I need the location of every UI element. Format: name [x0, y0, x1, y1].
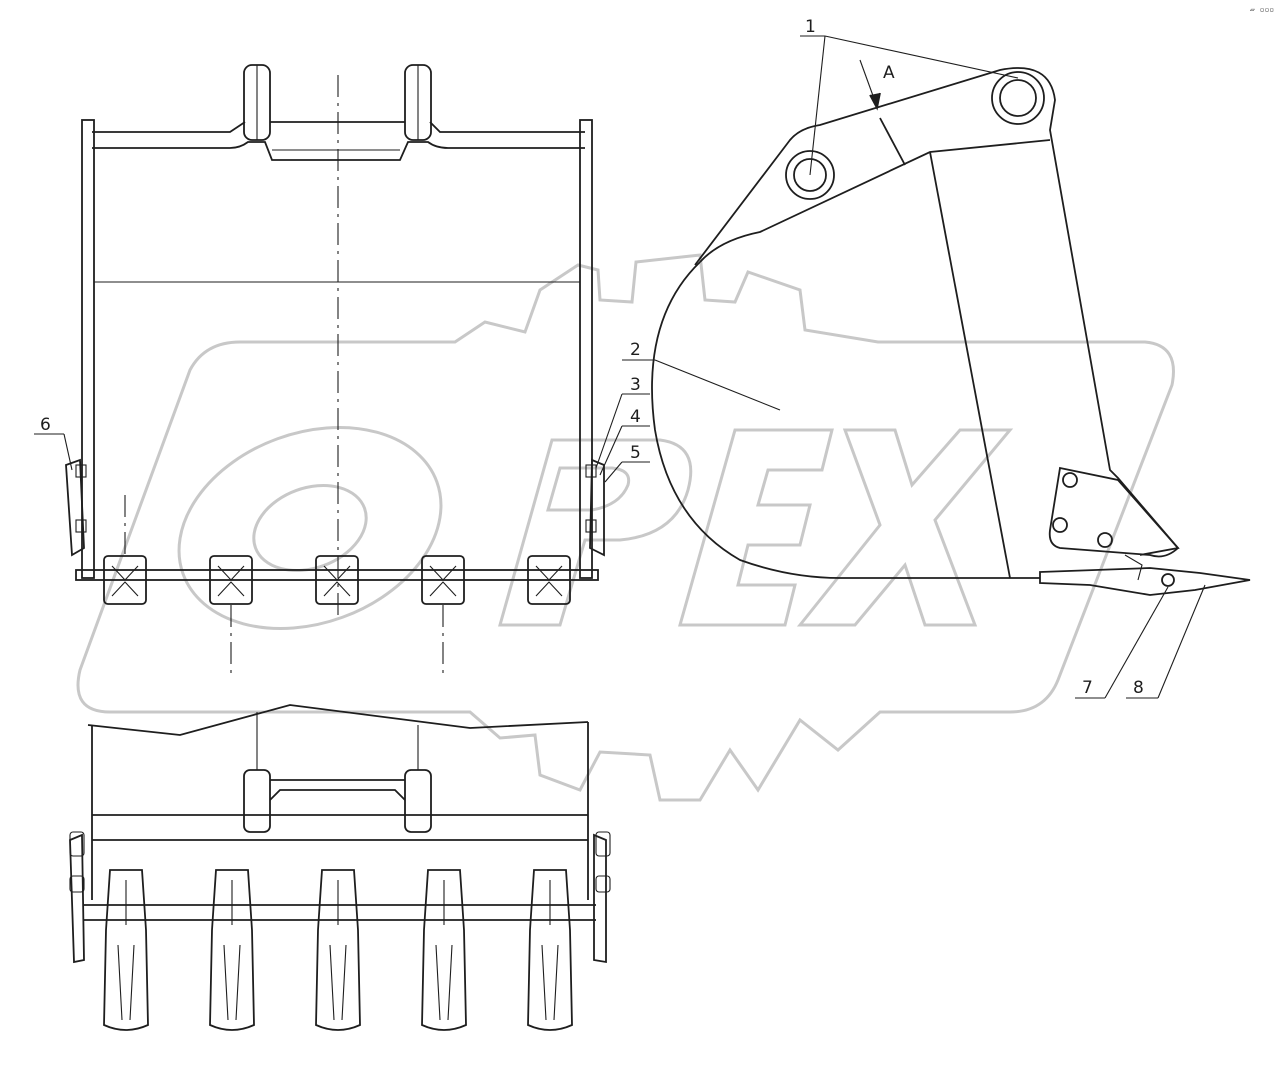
- front-view-teeth: [103, 555, 571, 605]
- watermark-letter-x: [796, 428, 1014, 627]
- callout-2: 2: [630, 340, 641, 360]
- part-callouts: 1 2 3 4 5 6 7 8: [34, 17, 1206, 699]
- callout-1: 1: [805, 17, 816, 37]
- callout-3: 3: [630, 375, 641, 395]
- callout-6: 6: [40, 415, 51, 435]
- bucket-side-view: A: [651, 59, 1251, 596]
- callout-8: 8: [1133, 678, 1144, 698]
- callout-7: 7: [1082, 678, 1093, 698]
- top-view-teeth: [103, 869, 573, 1031]
- corner-mark: ▱ ▫▫▫: [1250, 5, 1274, 14]
- callout-5: 5: [630, 443, 641, 463]
- callout-4: 4: [630, 407, 641, 427]
- view-label-a: A: [883, 63, 895, 83]
- watermark-letter-e: [678, 428, 834, 627]
- bucket-top-view: [69, 704, 611, 1031]
- bucket-front-view: [65, 64, 605, 675]
- watermark-gear: [76, 253, 1175, 802]
